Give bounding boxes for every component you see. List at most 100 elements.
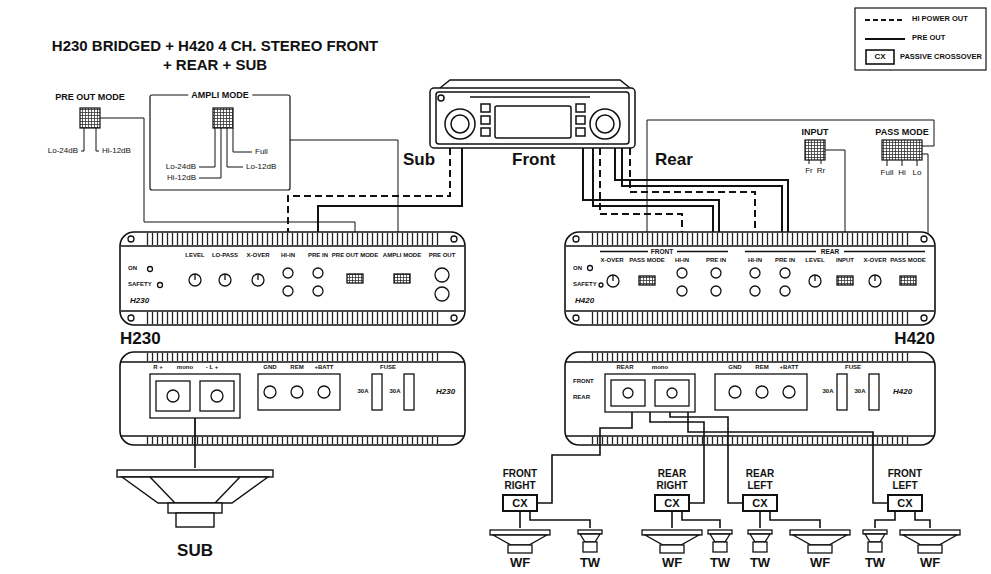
switch-callouts — [917, 160, 918, 166]
callout-label: Hi — [898, 168, 906, 177]
amplifier-top-h420 — [573, 315, 579, 321]
panel-label: GND — [728, 364, 741, 371]
callout-label: AMPLI MODE — [188, 90, 252, 100]
amplifier-top-h420 — [612, 275, 613, 281]
panel-label: INPUT — [836, 257, 854, 264]
amplifier-terminals-h420 — [566, 435, 934, 436]
amplifier-top-h420 — [780, 286, 790, 296]
speaker-icons — [645, 535, 699, 545]
amplifier-terminals-h420 — [565, 352, 935, 445]
amplifier-top-h230 — [283, 286, 293, 296]
switch-callouts — [882, 140, 922, 160]
amplifier-top-h420 — [590, 312, 910, 324]
panel-label: PRE OUT MODE — [332, 252, 378, 259]
speaker-wire — [690, 445, 704, 503]
amplifier-top-h230 — [121, 245, 464, 246]
switch-callouts — [199, 128, 215, 167]
amplifier-terminals-h420 — [655, 380, 689, 406]
amplifier-top-h420 — [837, 276, 853, 285]
amplifier-top-h420 — [565, 232, 935, 325]
speaker-wire — [671, 512, 673, 528]
speaker-icons — [713, 542, 727, 552]
signal-cables — [318, 148, 462, 245]
crossover-box: FRONT LEFTCX — [887, 494, 923, 512]
panel-label: LEVEL — [185, 252, 204, 259]
subwoofer-speaker — [117, 470, 273, 477]
switch-callouts — [821, 160, 822, 164]
amplifier-top-h230 — [128, 315, 134, 321]
panel-label: 30A — [822, 388, 833, 395]
panel-label: REAR — [616, 364, 633, 371]
switch-callouts — [902, 160, 903, 166]
panel-label: PASS MODE — [890, 257, 926, 264]
speaker-label: WF — [790, 556, 850, 570]
amplifier-top-h230 — [283, 268, 293, 278]
panel-label: PRE IN — [775, 257, 795, 264]
tweeter: TW — [706, 528, 734, 570]
channel-heading: FRONT RIGHT — [495, 468, 545, 492]
head-unit — [430, 80, 635, 148]
subwoofer-speaker — [150, 477, 175, 503]
amplifier-terminals-h230 — [120, 352, 465, 445]
amplifier-top-h230 — [145, 312, 440, 324]
amplifier-top-h420 — [809, 275, 821, 287]
speaker-icons — [583, 542, 597, 552]
diagram-title: H230 BRIDGED + H420 4 CH. STEREO FRONT +… — [46, 36, 384, 74]
head-unit — [430, 88, 635, 148]
panel-label: GND — [263, 364, 276, 371]
speaker-label: TW — [746, 556, 774, 570]
head-unit — [576, 104, 585, 112]
panel-label: REM — [290, 364, 303, 371]
speaker-icons — [490, 530, 550, 535]
callout-label: Lo-24dB — [166, 162, 196, 171]
tweeter: TW — [861, 528, 889, 570]
amplifier-terminals-h420 — [590, 437, 910, 444]
amplifier-top-h230 — [451, 315, 457, 321]
crossover-box: REAR RIGHTCX — [654, 494, 690, 512]
amplifier-top-h230 — [435, 287, 449, 301]
amplifier-terminals-h420 — [600, 412, 632, 445]
amplifier-top-h230 — [451, 236, 457, 242]
speaker-icons — [750, 534, 770, 542]
speaker-icons — [660, 545, 684, 553]
panel-label: 30A — [357, 388, 368, 395]
panel-label: REAR — [573, 394, 590, 401]
callout-label: Fr — [805, 166, 813, 175]
amplifier-terminals-h420 — [566, 361, 934, 362]
amplifier-top-h420 — [600, 251, 648, 252]
crossover-box: FRONT RIGHTCX — [502, 494, 538, 512]
amplifier-terminals-h420 — [623, 388, 633, 398]
amplifier-terminals-h230 — [318, 386, 330, 398]
woofer: WF — [642, 528, 702, 570]
cable-label: Sub — [403, 150, 435, 170]
callout-label: H230 — [130, 296, 149, 305]
amplifier-top-h230 — [313, 286, 323, 296]
amplifier-top-h230 — [347, 274, 363, 283]
amplifier-terminals-h230 — [121, 361, 464, 362]
amplifier-top-h420 — [677, 268, 687, 278]
switch-callouts — [96, 128, 99, 151]
amplifier-top-h420 — [599, 283, 603, 287]
callout-label: Lo — [913, 168, 922, 177]
panel-label: mono — [177, 364, 193, 371]
signal-cables — [622, 148, 782, 245]
amplifier-top-h230 — [128, 236, 134, 242]
amplifier-top-h420 — [573, 236, 579, 242]
panel-label: SAFETY — [573, 281, 597, 288]
head-unit — [470, 96, 590, 98]
switch-callouts — [80, 108, 100, 128]
crossover-box: REAR LEFTCX — [742, 494, 778, 512]
amplifier-terminals-h420 — [565, 352, 935, 445]
amplifier-terminals-h230 — [121, 435, 464, 436]
amplifier-top-h230 — [120, 232, 465, 325]
amplifier-terminals-h230 — [264, 386, 276, 398]
callout-label: Hi-12dB — [167, 173, 196, 182]
speaker-wire — [770, 512, 820, 528]
speaker-icons — [918, 545, 942, 553]
tweeter: TW — [746, 528, 774, 570]
panel-label: ON — [128, 265, 137, 272]
callout-label: H420 — [575, 296, 594, 305]
panel-label: HI-IN — [675, 257, 689, 264]
switch-callouts — [825, 150, 845, 245]
